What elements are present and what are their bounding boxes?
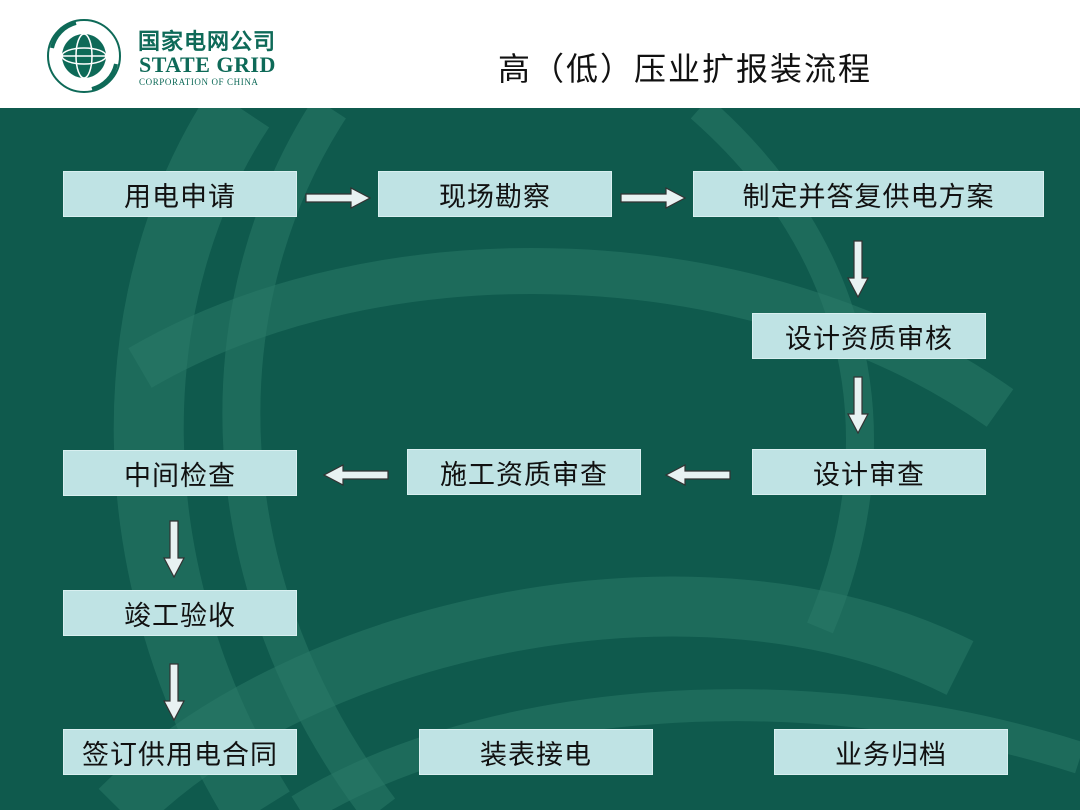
- step-intermediate-check: 中间检查: [63, 450, 297, 496]
- logo-chinese-name: 国家电网公司: [138, 30, 277, 55]
- arrow-down-icon: [163, 663, 185, 721]
- logo-english-name: STATE GRID: [139, 52, 276, 77]
- arrow-left-icon: [323, 464, 389, 486]
- arrow-down-icon: [847, 240, 869, 298]
- header-bar: 国家电网公司 STATE GRID CORPORATION OF CHINA 高…: [0, 0, 1080, 108]
- step-apply: 用电申请: [63, 171, 297, 217]
- step-survey: 现场勘察: [378, 171, 612, 217]
- step-plan: 制定并答复供电方案: [693, 171, 1044, 217]
- logo-english-subtitle: CORPORATION OF CHINA: [139, 77, 259, 87]
- arrow-right-icon: [305, 187, 371, 209]
- state-grid-logo: 国家电网公司 STATE GRID CORPORATION OF CHINA: [46, 18, 286, 94]
- arrow-left-icon: [665, 464, 731, 486]
- slide-title: 高（低）压业扩报装流程: [497, 50, 872, 88]
- arrow-down-icon: [847, 376, 869, 434]
- arrow-down-icon: [163, 520, 185, 578]
- arrow-right-icon: [620, 187, 686, 209]
- globe-logo-icon: [47, 19, 121, 93]
- step-design-review: 设计审查: [752, 449, 986, 495]
- step-construction-qualification: 施工资质审查: [407, 449, 641, 495]
- step-completion-acceptance: 竣工验收: [63, 590, 297, 636]
- step-meter-install: 装表接电: [419, 729, 653, 775]
- step-archive: 业务归档: [774, 729, 1008, 775]
- step-sign-contract: 签订供用电合同: [63, 729, 297, 775]
- step-design-qualification: 设计资质审核: [752, 313, 986, 359]
